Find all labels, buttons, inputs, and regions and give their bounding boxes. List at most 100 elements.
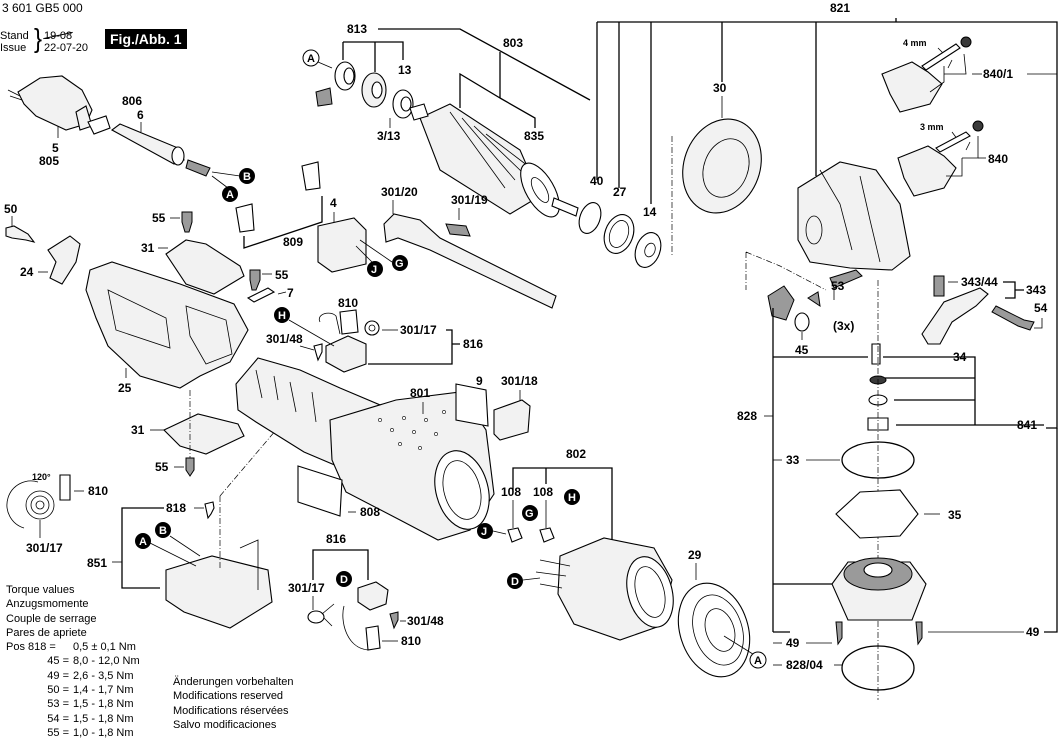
- svg-text:J: J: [371, 264, 377, 276]
- callout-54: 54: [1034, 301, 1048, 315]
- callout-108-left: 108: [501, 485, 521, 499]
- callout-813: 813: [347, 22, 367, 36]
- key-clip: [807, 291, 821, 308]
- retaining-ring-40: [578, 202, 602, 234]
- terminal-108-left: [507, 527, 523, 543]
- torque-title-es: Pares de apriete: [6, 626, 87, 639]
- callout-803: 803: [503, 36, 523, 50]
- spring-3mm: [972, 120, 984, 132]
- callout-34: 34: [953, 350, 967, 364]
- bearing-13: [392, 89, 414, 119]
- callout-841: 841: [1017, 418, 1037, 432]
- document-number: 3 601 GB5 000: [2, 1, 83, 15]
- callout-29: 29: [688, 548, 702, 562]
- callout-816-holder: 816: [463, 337, 483, 351]
- torque-row: 53 =1,5 - 1,8 Nm: [47, 698, 134, 711]
- cover-31-bottom: [163, 413, 245, 455]
- callout-3-13: 3/13: [377, 129, 401, 143]
- spring-clip: [315, 87, 333, 107]
- torque-title-en: Torque values: [6, 584, 75, 596]
- spring-4mm: [960, 36, 972, 48]
- bearing-14: [634, 232, 662, 268]
- callout-31-bottom: 31: [131, 423, 145, 437]
- callout-840-1: 840/1: [983, 67, 1013, 81]
- pinion-gear: [767, 285, 795, 321]
- connector-marker-b-carrier: B: [155, 522, 171, 538]
- callout-806: 806: [122, 94, 142, 108]
- callout-808: 808: [360, 505, 380, 519]
- notice-en: Modifications reserved: [173, 690, 284, 703]
- callout-821: 821: [830, 1, 850, 15]
- callout-810-lower: 810: [401, 634, 421, 648]
- pin-3mm: [935, 131, 971, 153]
- label-plate-9: [455, 383, 489, 427]
- lock-lever-840: [897, 145, 957, 197]
- callout-49-left: 49: [786, 636, 800, 650]
- nut-45: [794, 312, 810, 332]
- callout-25: 25: [118, 381, 132, 395]
- callout-5: 5: [52, 141, 59, 155]
- callout-816-lower: 816: [326, 532, 346, 546]
- lock-lever-840-1: [881, 61, 943, 113]
- callout-7: 7: [287, 286, 294, 300]
- cover-31-top: [165, 239, 245, 295]
- revision-dates: 19-08 22-07-20: [44, 30, 88, 54]
- callout-301-19: 301/19: [451, 193, 488, 207]
- torque-row: 50 =1,4 - 1,7 Nm: [47, 684, 134, 697]
- connector-marker-j-switch: J: [367, 261, 383, 277]
- callout-301-17-holder: 301/17: [400, 323, 437, 337]
- connector-marker-b-cable: B: [239, 168, 255, 184]
- screw-55-top: [181, 211, 193, 233]
- screw-50: [5, 225, 36, 243]
- callout-343: 343: [1026, 283, 1046, 297]
- coil-spring-301-17: [364, 320, 380, 336]
- callout-301-18: 301/18: [501, 374, 538, 388]
- stand-issue-labels: Stand Issue: [0, 30, 29, 54]
- carbon-brush-810: [339, 309, 359, 335]
- callout-30: 30: [713, 81, 727, 95]
- connector-marker-g-switch: G: [392, 255, 408, 271]
- callout-27: 27: [613, 185, 627, 199]
- screw-54: [991, 305, 1035, 331]
- callout-801: 801: [410, 386, 430, 400]
- o-ring-33: [841, 441, 915, 479]
- callout-301-48-lower: 301/48: [407, 614, 444, 628]
- torque-values-table: Torque values Anzugsmomente Couple de se…: [6, 583, 140, 740]
- svg-text:H: H: [278, 310, 286, 322]
- switch-lever-301-20: [383, 213, 557, 309]
- callout-301-17-lower: 301/17: [288, 581, 325, 595]
- torque-title-fr: Couple de serrage: [6, 612, 97, 625]
- callout-851: 851: [87, 556, 107, 570]
- screw-818: [204, 501, 215, 520]
- o-ring-828-04: [841, 645, 915, 691]
- carbon-brush-lower: [365, 625, 381, 651]
- torque-row: 55 =1,0 - 1,8 Nm: [47, 726, 134, 739]
- switch-4: [317, 217, 367, 273]
- brush-holder-lower: [357, 581, 389, 611]
- callout-45: 45: [795, 343, 809, 357]
- svg-text:B: B: [159, 525, 167, 537]
- callout-3x: (3x): [833, 319, 854, 333]
- svg-text:H: H: [568, 492, 576, 504]
- callout-4: 4: [330, 196, 337, 210]
- svg-text:D: D: [511, 576, 519, 588]
- svg-text:A: A: [226, 189, 234, 201]
- svg-text:D: D: [340, 574, 348, 586]
- callout-828-04: 828/04: [786, 658, 823, 672]
- callout-343-44: 343/44: [961, 275, 998, 289]
- connector-marker-g-field: G: [522, 505, 538, 521]
- callout-55-top: 55: [152, 211, 166, 225]
- callout-35: 35: [948, 508, 962, 522]
- angle-label: 120°: [32, 472, 51, 482]
- bearing-flange-gear: [831, 557, 927, 621]
- mains-plug: [7, 75, 111, 135]
- svg-text:A: A: [307, 53, 315, 65]
- callout-840: 840: [988, 152, 1008, 166]
- rating-plate-808: [297, 465, 343, 517]
- carbon-brush-bottom: [235, 203, 255, 233]
- screw-301-48: [313, 343, 323, 362]
- connector-marker-a-carrier: A: [135, 533, 151, 549]
- notice-de: Änderungen vorbehalten: [173, 676, 294, 688]
- figure-badge: Fig./Abb. 1: [105, 29, 187, 49]
